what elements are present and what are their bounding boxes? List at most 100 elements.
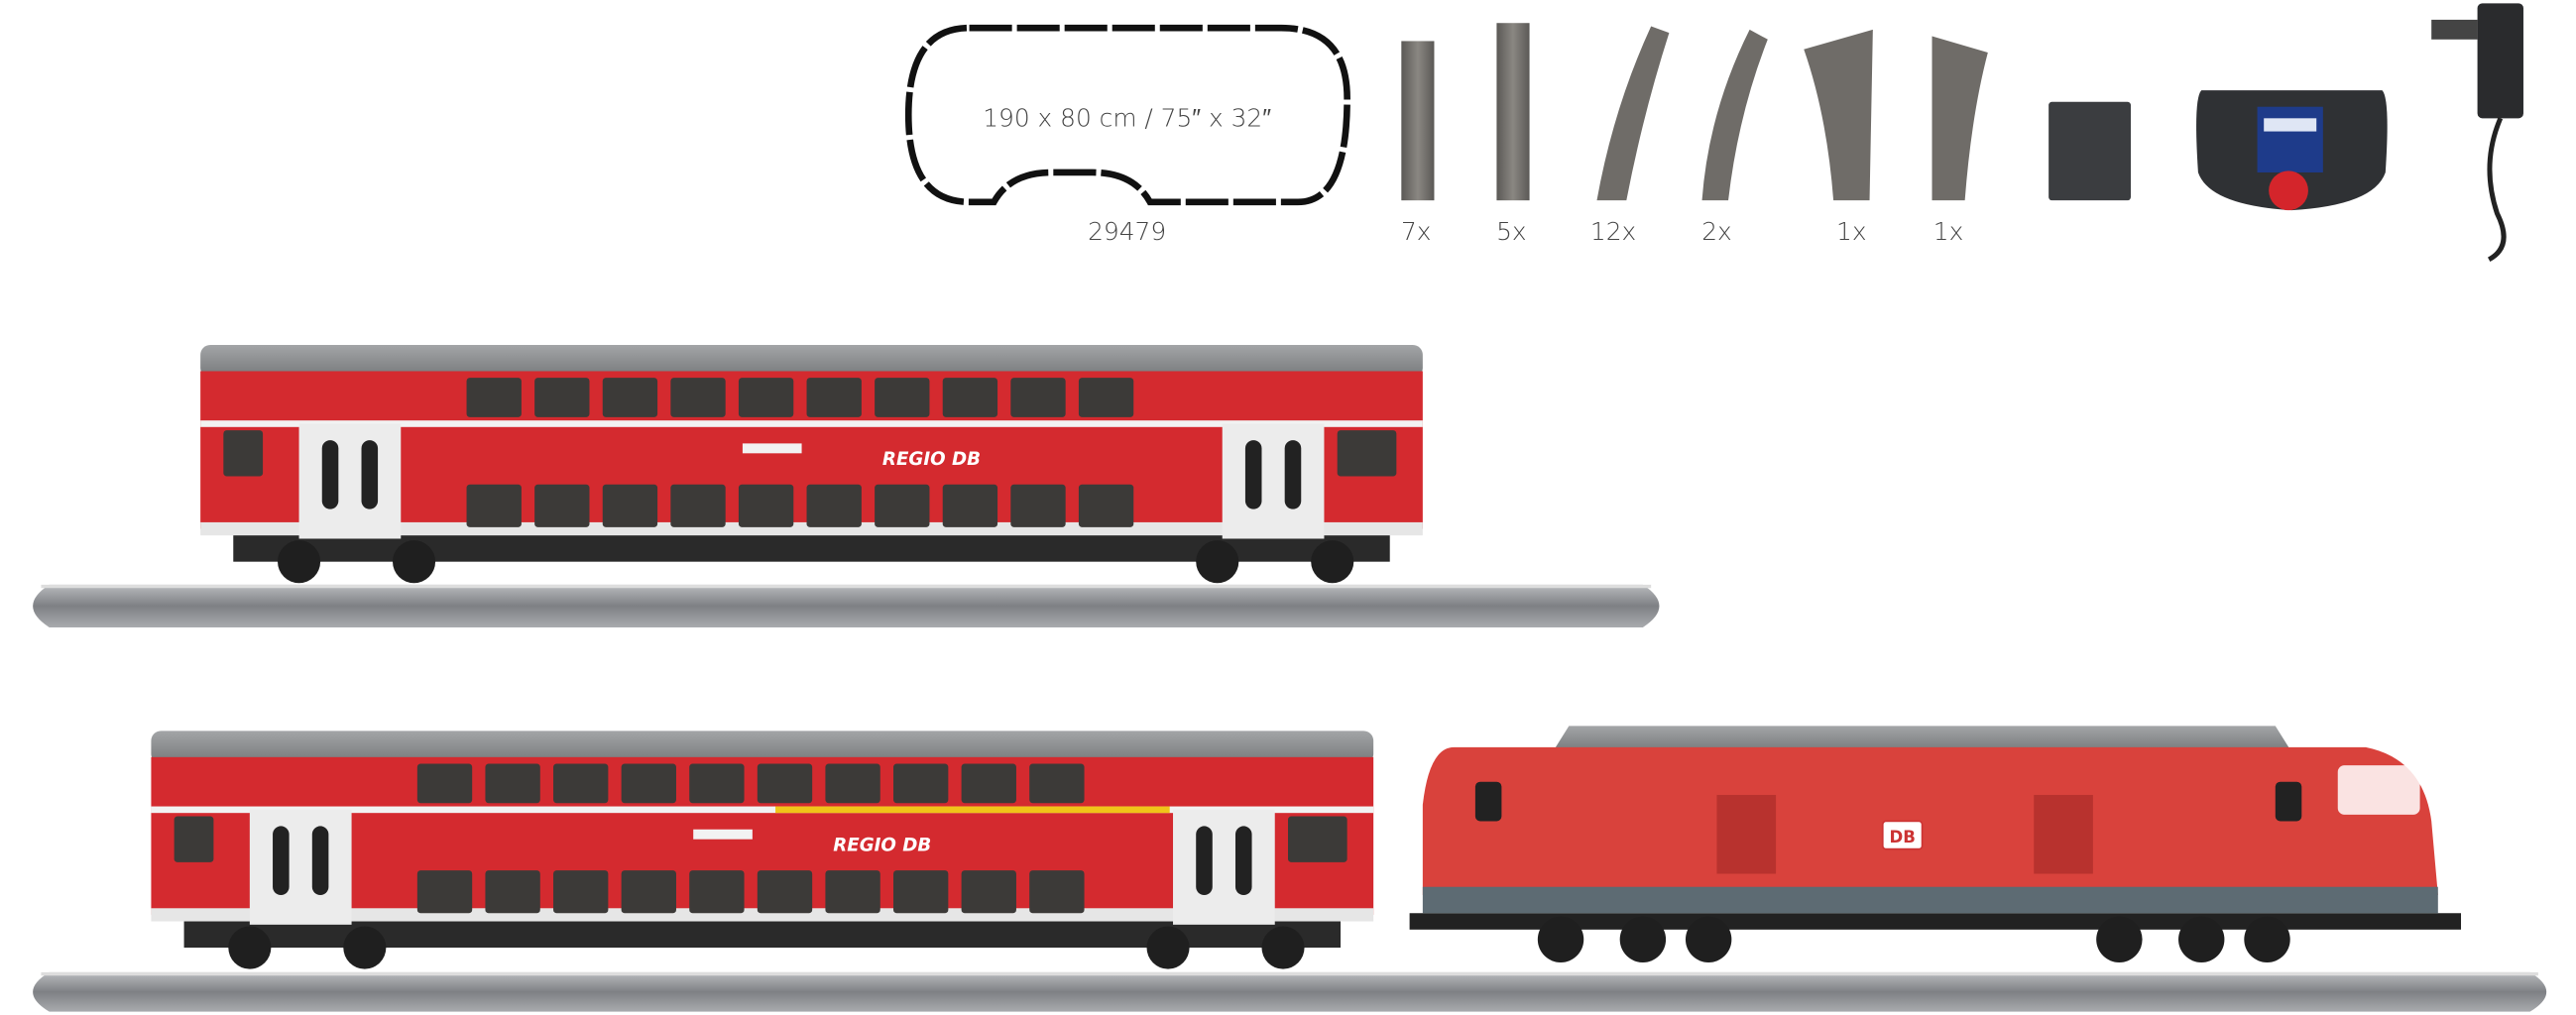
lower-window xyxy=(1029,870,1085,914)
lower-window xyxy=(466,484,522,527)
upper-window xyxy=(875,378,930,417)
regio-db-logo: REGIO DB xyxy=(882,449,981,470)
wheel xyxy=(1261,926,1305,969)
door-window xyxy=(1196,826,1213,896)
upper-window xyxy=(416,763,473,804)
end-window xyxy=(1288,816,1347,862)
straight-track-long-icon xyxy=(1496,23,1530,201)
upper-window xyxy=(466,378,522,417)
coach-stripe xyxy=(200,420,1423,427)
upper-window xyxy=(738,378,794,417)
lower-window xyxy=(534,484,590,527)
mobile-station-icon xyxy=(2196,90,2388,211)
track-plan: 190 x 80 cm / 75″ x 32″ 29479 xyxy=(904,24,1350,246)
coach-door xyxy=(1173,809,1275,925)
wheel xyxy=(1196,540,1239,584)
wheel xyxy=(228,926,272,969)
power-supply-icon xyxy=(2431,3,2523,263)
layout-dimensions: 190 x 80 cm / 75″ x 32″ xyxy=(983,104,1271,133)
wheel xyxy=(1146,926,1190,969)
lower-window xyxy=(553,870,609,914)
regio-db-logo: REGIO DB xyxy=(833,835,931,855)
upper-window xyxy=(689,763,745,804)
left-turnout-icon xyxy=(1804,29,1873,201)
end-window xyxy=(223,430,264,477)
coach-door xyxy=(1222,423,1325,539)
coach-roof xyxy=(200,344,1423,379)
door-window xyxy=(1234,826,1252,896)
door-window xyxy=(273,826,290,896)
count-curved-wide: 2x xyxy=(1701,217,1732,246)
door-window xyxy=(361,440,379,509)
straight-track-icon xyxy=(1401,41,1435,201)
coach-stripe xyxy=(151,806,1374,814)
lower-window xyxy=(757,870,813,914)
curved-track-icon xyxy=(1596,26,1670,201)
upper-window xyxy=(806,378,862,417)
wheel xyxy=(1311,540,1354,584)
wheel xyxy=(392,540,436,584)
coach-door xyxy=(298,423,402,539)
track-bed-upper xyxy=(33,584,1660,627)
double-deck-coach-upper: REGIO DB xyxy=(200,344,1423,584)
coach-placard xyxy=(742,443,802,454)
first-class-stripe xyxy=(775,806,1170,814)
door-window xyxy=(321,440,339,509)
upper-window xyxy=(621,763,676,804)
connector-box-icon xyxy=(2049,101,2131,201)
diesel-locomotive: DB xyxy=(1409,726,2462,962)
lower-window xyxy=(961,870,1016,914)
upper-window xyxy=(1029,763,1085,804)
coach-roof xyxy=(151,731,1374,764)
upper-window xyxy=(942,378,998,417)
upper-window xyxy=(1078,378,1134,417)
count-straight: 7x xyxy=(1401,217,1432,246)
door-window xyxy=(1284,440,1302,509)
upper-window xyxy=(893,763,949,804)
wheel xyxy=(278,540,321,584)
count-curved: 12x xyxy=(1590,217,1636,246)
door-window xyxy=(1244,440,1262,509)
lower-window xyxy=(875,484,930,527)
upper-window xyxy=(670,378,726,417)
upper-window xyxy=(553,763,609,804)
track-bed-lower xyxy=(33,971,2547,1012)
lower-window xyxy=(689,870,745,914)
upper-window xyxy=(485,763,540,804)
db-logo xyxy=(1881,820,1924,850)
lower-window xyxy=(893,870,949,914)
upper-window xyxy=(757,763,813,804)
right-turnout-icon xyxy=(1932,36,1988,201)
upper-window xyxy=(961,763,1016,804)
door-window xyxy=(311,826,329,896)
double-deck-coach-lower: REGIO DB xyxy=(151,731,1374,969)
lower-window xyxy=(602,484,658,527)
lower-window xyxy=(806,484,862,527)
lower-window xyxy=(485,870,540,914)
coach-placard xyxy=(693,829,753,840)
lower-window xyxy=(670,484,726,527)
track-plan-number: 29479 xyxy=(1088,217,1166,246)
count-left-turnout: 1x xyxy=(1836,217,1867,246)
db-logo-text: DB xyxy=(1889,828,1915,846)
upper-window xyxy=(602,378,658,417)
upper-window xyxy=(1010,378,1066,417)
lower-window xyxy=(738,484,794,527)
lower-window xyxy=(416,870,473,914)
count-right-turnout: 1x xyxy=(1933,217,1964,246)
lower-window xyxy=(1010,484,1066,527)
upper-window xyxy=(825,763,880,804)
count-straight-long: 5x xyxy=(1496,217,1527,246)
coach-door xyxy=(249,809,352,925)
lower-window xyxy=(1078,484,1134,527)
track-plan-outline xyxy=(904,24,1350,206)
wheel xyxy=(343,926,387,969)
lower-window xyxy=(942,484,998,527)
upper-window xyxy=(534,378,590,417)
end-window xyxy=(174,816,214,862)
end-window xyxy=(1337,430,1397,477)
track-pieces: 7x 5x 12x 2x 1x 1x xyxy=(1401,23,1988,246)
lower-window xyxy=(825,870,880,914)
curved-track-wide-icon xyxy=(1701,29,1768,201)
